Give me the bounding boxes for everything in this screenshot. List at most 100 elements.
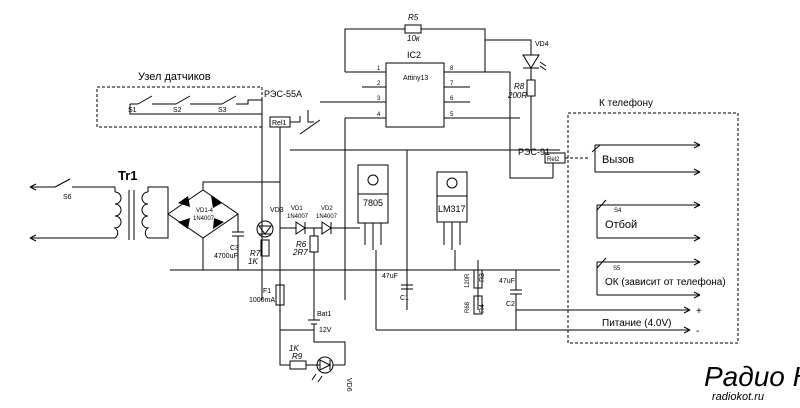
ic2-label: IC2 (407, 50, 421, 60)
s2-label: S2 (173, 107, 182, 114)
vd1-part: 1N4007 (287, 214, 309, 220)
vd1-vd2-chain (279, 200, 360, 285)
r6-label: R6 (296, 240, 307, 249)
bat1-value: 12V (319, 327, 332, 334)
ok-switch (596, 257, 701, 299)
watermark-logo: Радио КОТ (704, 361, 800, 392)
s1-label: S1 (128, 107, 137, 114)
vd3-led (256, 220, 274, 238)
r6-body (309, 235, 319, 253)
r8-label: R8 (514, 82, 525, 91)
r4-body (473, 295, 483, 315)
s5-label: S5 (613, 266, 621, 272)
vd1-4-label: VD1-4 (196, 208, 214, 214)
pin8: 8 (450, 66, 454, 72)
r3-body (473, 269, 483, 289)
vd3-label: VD3 (270, 207, 284, 214)
vd6-diode (319, 359, 345, 371)
vd6-rays (311, 373, 323, 383)
phone-box (567, 112, 739, 344)
r5-label: R5 (408, 13, 419, 22)
phone-box-label: К телефону (599, 97, 653, 109)
pin4: 4 (377, 112, 381, 118)
c3-label: C3 (230, 245, 239, 252)
power-label: Питание (4.0V) (602, 318, 671, 329)
r6-value: 2R7 (292, 248, 308, 257)
pin5: 5 (450, 112, 454, 118)
pin3: 3 (377, 96, 381, 102)
c2-cap (510, 270, 522, 330)
r4-label: R4 (479, 304, 486, 313)
regulator-lm317 (436, 171, 468, 250)
vd4-led (522, 50, 540, 80)
rel2-label: Rel2 (547, 157, 560, 163)
ic2-body (385, 62, 445, 128)
r4-value: R68 (465, 301, 471, 313)
r7-body (260, 239, 270, 257)
r9-wire (279, 330, 320, 366)
s6-label: S6 (63, 194, 72, 201)
power-minus: - (696, 326, 699, 337)
r9-value: 1K (289, 344, 299, 353)
power-plus: + (696, 306, 702, 317)
r8-body (526, 79, 536, 97)
transformer-tr1 (113, 186, 169, 240)
pin2: 2 (377, 81, 381, 87)
bat1-battery (279, 305, 346, 365)
vd1-4-part: 1N4007 (193, 216, 215, 222)
relay-res55-label: РЭС-55А (264, 89, 302, 99)
r9-label: R9 (292, 352, 303, 361)
f1-label: F1 (263, 288, 271, 295)
r7-label: R7 (250, 249, 261, 258)
tr1-label: Tr1 (118, 168, 138, 183)
hangup-label: Отбой (605, 219, 637, 231)
r3-value: 120R (465, 273, 471, 288)
vd4-label: VD4 (535, 41, 549, 48)
sensor-switches (129, 95, 263, 300)
rel1-contact (290, 110, 321, 135)
r9-body (289, 360, 307, 370)
f1-value: 1000mA (249, 297, 275, 304)
reg1-label: 7805 (363, 198, 383, 208)
pin6: 6 (450, 96, 454, 102)
reg2-label: LM317 (438, 204, 466, 214)
r7-value: 1K (248, 257, 258, 266)
r5-body (404, 24, 422, 34)
power-plus-line (516, 306, 691, 314)
power-minus-line (376, 326, 691, 334)
ok-label: ОК (зависит от телефона) (605, 276, 726, 288)
vd6-label: VD6 (345, 378, 352, 392)
c2-label: C2 (506, 301, 515, 308)
ic-pin8-wire (485, 71, 553, 179)
c1-cap (401, 284, 413, 290)
mains-top (29, 178, 115, 191)
rel1-label: Rel1 (272, 120, 287, 127)
call-contact (591, 141, 701, 176)
pin1: 1 (377, 66, 381, 72)
vd2-part: 1N4007 (316, 214, 338, 220)
pin7: 7 (450, 81, 454, 87)
regulator-wires (375, 150, 479, 330)
vd4-wire (484, 29, 532, 50)
vd2-label: VD2 (321, 206, 333, 212)
relay-res91-label: РЭС-91 (518, 147, 550, 157)
sensor-group-label: Узел датчиков (138, 71, 211, 83)
hangup-switch (596, 199, 701, 242)
r3-label: R3 (479, 273, 486, 282)
watermark-url: radiokot.ru (712, 391, 764, 403)
mains-bottom (29, 234, 115, 242)
c3-value: 4700uF (214, 253, 238, 260)
call-label: Вызов (602, 154, 634, 166)
c1-label: C1 (400, 295, 409, 302)
vd4-rays (539, 61, 547, 71)
s3-label: S3 (218, 107, 227, 114)
vd3-diode (258, 225, 272, 235)
regulator-7805 (357, 164, 389, 250)
ic2-pins (345, 71, 520, 119)
r5-value: 10к (407, 34, 421, 43)
ic2-part: Attiny13 (403, 75, 428, 82)
bat1-label: Bat1 (317, 311, 332, 318)
vd1-label: VD1 (291, 206, 303, 212)
